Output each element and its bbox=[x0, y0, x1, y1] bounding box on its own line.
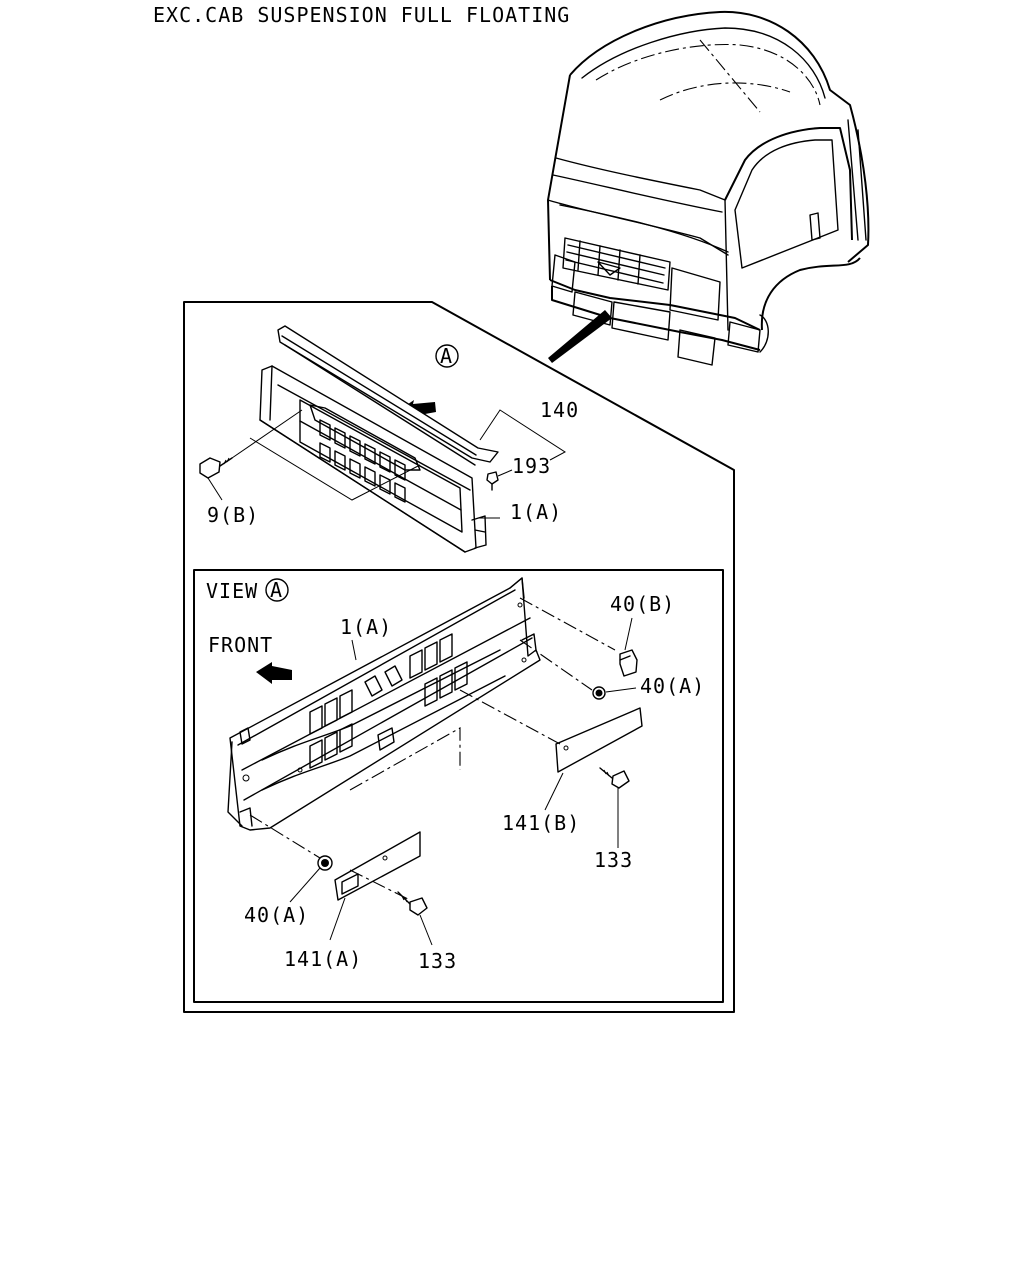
upper-exploded-view: A bbox=[199, 325, 566, 553]
callout-9b: 9(B) bbox=[207, 503, 259, 527]
callout-1a-view: 1(A) bbox=[340, 615, 392, 639]
right-fastener-group bbox=[349, 597, 643, 848]
callout-40b: 40(B) bbox=[610, 592, 675, 616]
view-a-caption-marker: A bbox=[270, 578, 283, 602]
callout-141a: 141(A) bbox=[284, 947, 362, 971]
truck-cab-illustration bbox=[547, 10, 870, 366]
view-a-marker: A bbox=[440, 344, 453, 368]
callout-40a-left: 40(A) bbox=[244, 903, 309, 927]
detail-frame bbox=[183, 301, 735, 1013]
callout-40a-right: 40(A) bbox=[640, 674, 705, 698]
callout-133-left: 133 bbox=[418, 949, 457, 973]
left-fastener-group bbox=[249, 814, 433, 946]
view-a-frame bbox=[193, 569, 724, 1003]
front-arrow bbox=[256, 662, 292, 684]
diagram-title: EXC.CAB SUSPENSION FULL FLOATING bbox=[153, 3, 570, 27]
view-a-header: VIEW A bbox=[206, 578, 289, 603]
grille-rear-view bbox=[227, 577, 541, 831]
callout-140: 140 bbox=[540, 398, 579, 422]
leader-1a-view bbox=[351, 639, 357, 661]
front-label: FRONT bbox=[208, 633, 273, 657]
callout-1a-top: 1(A) bbox=[510, 500, 562, 524]
view-caption: VIEW bbox=[206, 579, 258, 603]
callout-193: 193 bbox=[512, 454, 551, 478]
callout-141b: 141(B) bbox=[502, 811, 580, 835]
callout-133-right: 133 bbox=[594, 848, 633, 872]
